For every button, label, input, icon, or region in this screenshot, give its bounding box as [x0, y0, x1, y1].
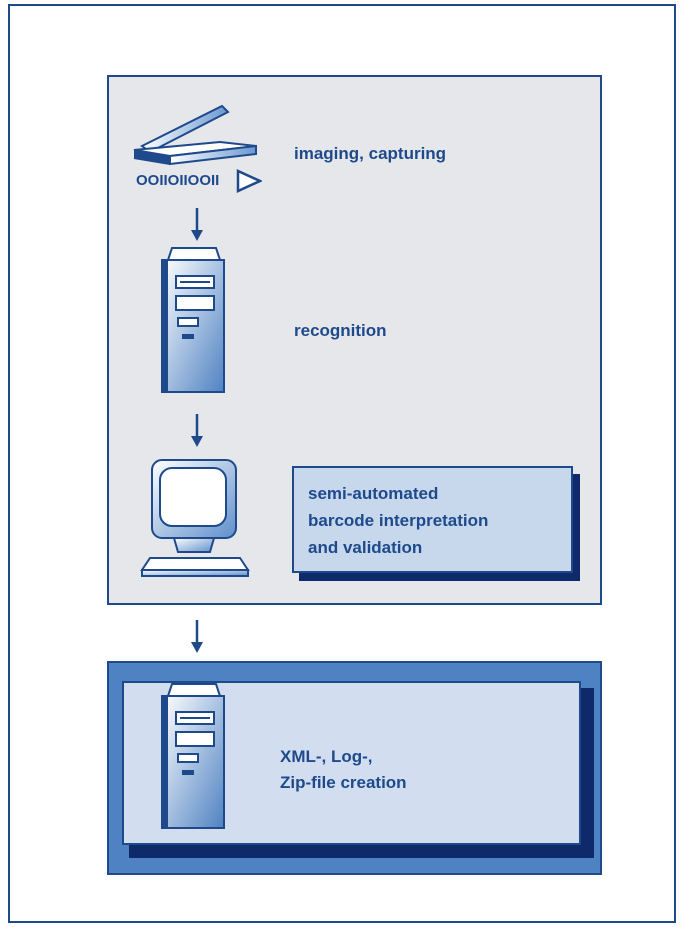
validation-callout: [292, 466, 573, 573]
scanner-icon: [133, 104, 257, 166]
recognition-label: recognition: [294, 321, 387, 340]
validation-label-line3: and validation: [308, 538, 423, 557]
validation-label-line1: semi-automated: [308, 484, 439, 503]
validation-label-line2: barcode interpretation: [308, 511, 489, 530]
arrow-right-icon: [236, 169, 262, 193]
monitor-computer-icon: [140, 459, 250, 577]
tower-computer-icon: [161, 247, 225, 393]
arrow-down-icon: [191, 414, 203, 447]
binary-stream-text: OOIIOIIOOII: [136, 172, 220, 189]
tower-computer-icon: [161, 683, 225, 829]
arrow-down-icon: [191, 620, 203, 653]
arrow-down-icon: [191, 208, 203, 241]
output-label-line2: Zip-file creation: [280, 773, 407, 792]
output-label-line1: XML-, Log-,: [280, 747, 373, 766]
imaging-label: imaging, capturing: [294, 144, 447, 163]
